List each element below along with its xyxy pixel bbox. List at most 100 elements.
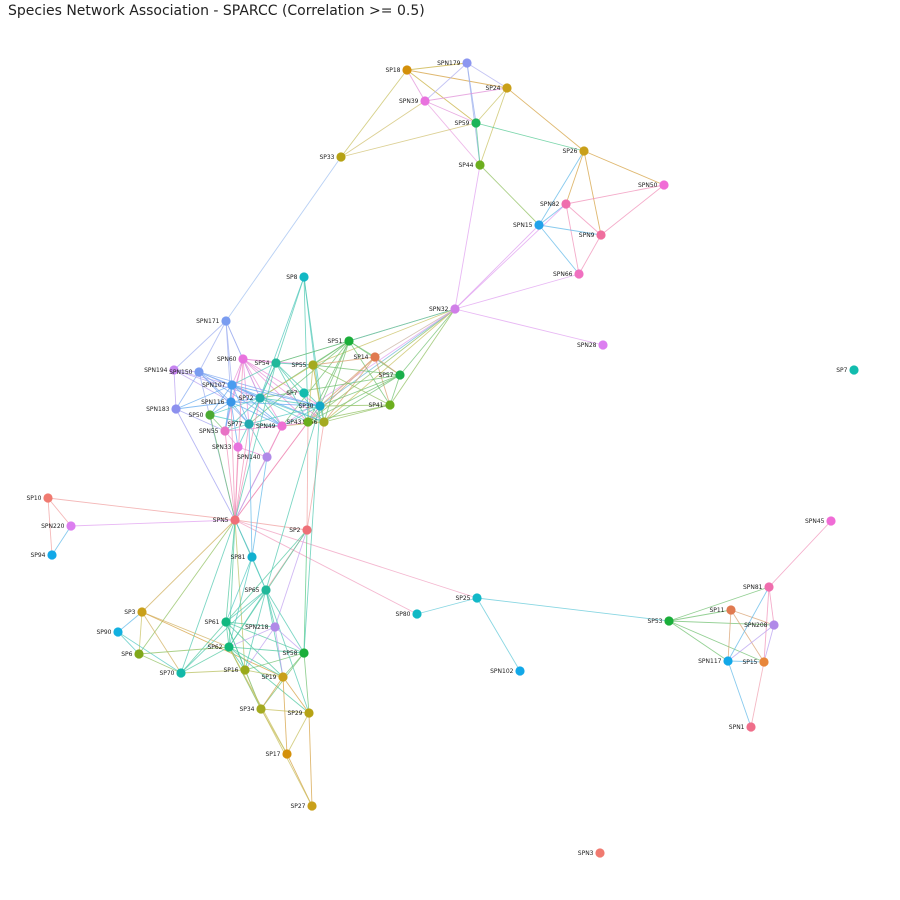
node-marker[interactable]: [233, 442, 243, 452]
node-marker[interactable]: [299, 648, 309, 658]
node-marker[interactable]: [240, 665, 250, 675]
node-marker[interactable]: [270, 622, 280, 632]
node-SP24[interactable]: SP24: [485, 83, 512, 93]
node-SP51[interactable]: SP51: [327, 336, 354, 346]
node-SPN49[interactable]: SPN49: [256, 421, 287, 431]
node-SPN66[interactable]: SPN66: [553, 269, 584, 279]
node-marker[interactable]: [307, 801, 317, 811]
node-SP77[interactable]: SP77: [227, 419, 254, 429]
node-marker[interactable]: [194, 367, 204, 377]
node-marker[interactable]: [336, 152, 346, 162]
node-marker[interactable]: [598, 340, 608, 350]
node-marker[interactable]: [247, 552, 257, 562]
node-SPN9[interactable]: SPN9: [579, 230, 606, 240]
node-marker[interactable]: [137, 607, 147, 617]
node-SPN15[interactable]: SPN15: [513, 220, 544, 230]
node-SPN81[interactable]: SPN81: [743, 582, 774, 592]
node-marker[interactable]: [226, 397, 236, 407]
node-SPN171[interactable]: SPN171: [196, 316, 231, 326]
node-SP7[interactable]: SP7: [286, 388, 309, 398]
node-marker[interactable]: [385, 400, 395, 410]
node-SPN50[interactable]: SPN50: [638, 180, 669, 190]
node-marker[interactable]: [764, 582, 774, 592]
node-marker[interactable]: [402, 65, 412, 75]
node-marker[interactable]: [471, 118, 481, 128]
node-marker[interactable]: [579, 146, 589, 156]
node-marker[interactable]: [282, 749, 292, 759]
node-SP8[interactable]: SP8: [286, 272, 309, 282]
node-SP26[interactable]: SP26: [562, 146, 589, 156]
node-SP17[interactable]: SP17: [265, 749, 292, 759]
node-marker[interactable]: [826, 516, 836, 526]
node-SP55[interactable]: SP55: [291, 360, 318, 370]
node-SP54[interactable]: SP54: [254, 358, 281, 368]
node-marker[interactable]: [315, 401, 325, 411]
node-marker[interactable]: [574, 269, 584, 279]
node-marker[interactable]: [134, 649, 144, 659]
node-marker[interactable]: [515, 666, 525, 676]
node-marker[interactable]: [169, 365, 179, 375]
node-marker[interactable]: [66, 521, 76, 531]
node-marker[interactable]: [659, 180, 669, 190]
node-SP18[interactable]: SP18: [385, 65, 412, 75]
node-SPN150[interactable]: SPN150: [169, 367, 204, 377]
node-marker[interactable]: [227, 380, 237, 390]
node-SPN3[interactable]: SPN3: [578, 848, 605, 858]
node-marker[interactable]: [462, 58, 472, 68]
node-marker[interactable]: [220, 426, 230, 436]
node-marker[interactable]: [224, 642, 234, 652]
node-SP25[interactable]: SP25: [455, 593, 482, 603]
node-SP50[interactable]: SP50: [188, 410, 215, 420]
node-SP34[interactable]: SP34: [239, 704, 266, 714]
node-SPN1[interactable]: SPN1: [729, 722, 756, 732]
node-marker[interactable]: [302, 525, 312, 535]
node-marker[interactable]: [726, 605, 736, 615]
node-marker[interactable]: [412, 609, 422, 619]
node-marker[interactable]: [344, 336, 354, 346]
node-marker[interactable]: [472, 593, 482, 603]
node-marker[interactable]: [308, 360, 318, 370]
node-SPN208[interactable]: SPN208: [744, 620, 779, 630]
node-marker[interactable]: [303, 417, 313, 427]
node-SP94[interactable]: SP94: [30, 550, 57, 560]
node-marker[interactable]: [395, 370, 405, 380]
node-SPN107[interactable]: SPN107: [202, 380, 237, 390]
node-SP16[interactable]: SP16: [223, 665, 250, 675]
node-marker[interactable]: [769, 620, 779, 630]
node-marker[interactable]: [221, 316, 231, 326]
node-marker[interactable]: [475, 160, 485, 170]
node-marker[interactable]: [271, 358, 281, 368]
node-SP14[interactable]: SP14: [353, 352, 380, 362]
node-SP57[interactable]: SP57: [378, 370, 405, 380]
node-marker[interactable]: [561, 199, 571, 209]
node-marker[interactable]: [534, 220, 544, 230]
node-SP30[interactable]: SP30: [298, 401, 325, 411]
node-marker[interactable]: [502, 83, 512, 93]
node-marker[interactable]: [319, 417, 329, 427]
node-marker[interactable]: [849, 365, 859, 375]
node-SPN116[interactable]: SPN116: [201, 397, 236, 407]
node-SPN140[interactable]: SPN140: [237, 452, 272, 462]
node-SPN45[interactable]: SPN45: [805, 516, 836, 526]
node-marker[interactable]: [299, 388, 309, 398]
node-marker[interactable]: [262, 452, 272, 462]
node-SP65[interactable]: SP65: [244, 585, 271, 595]
node-marker[interactable]: [759, 657, 769, 667]
node-marker[interactable]: [450, 304, 460, 314]
node-marker[interactable]: [205, 410, 215, 420]
node-marker[interactable]: [277, 421, 287, 431]
node-SP11[interactable]: SP11: [709, 605, 736, 615]
node-SPN60[interactable]: SPN60: [217, 354, 248, 364]
node-SPN5[interactable]: SPN5: [213, 515, 240, 525]
node-SPN28[interactable]: SPN28: [577, 340, 608, 350]
node-SP15[interactable]: SP15: [742, 657, 769, 667]
node-SP10[interactable]: SP10: [26, 493, 53, 503]
node-SPN55[interactable]: SPN55: [199, 426, 230, 436]
node-SP27[interactable]: SP27: [290, 801, 317, 811]
node-marker[interactable]: [595, 848, 605, 858]
node-marker[interactable]: [176, 668, 186, 678]
node-SPN117[interactable]: SPN117: [698, 656, 733, 666]
node-SPN218[interactable]: SPN218: [245, 622, 280, 632]
node-marker[interactable]: [723, 656, 733, 666]
node-SP43[interactable]: SP43: [286, 417, 313, 427]
